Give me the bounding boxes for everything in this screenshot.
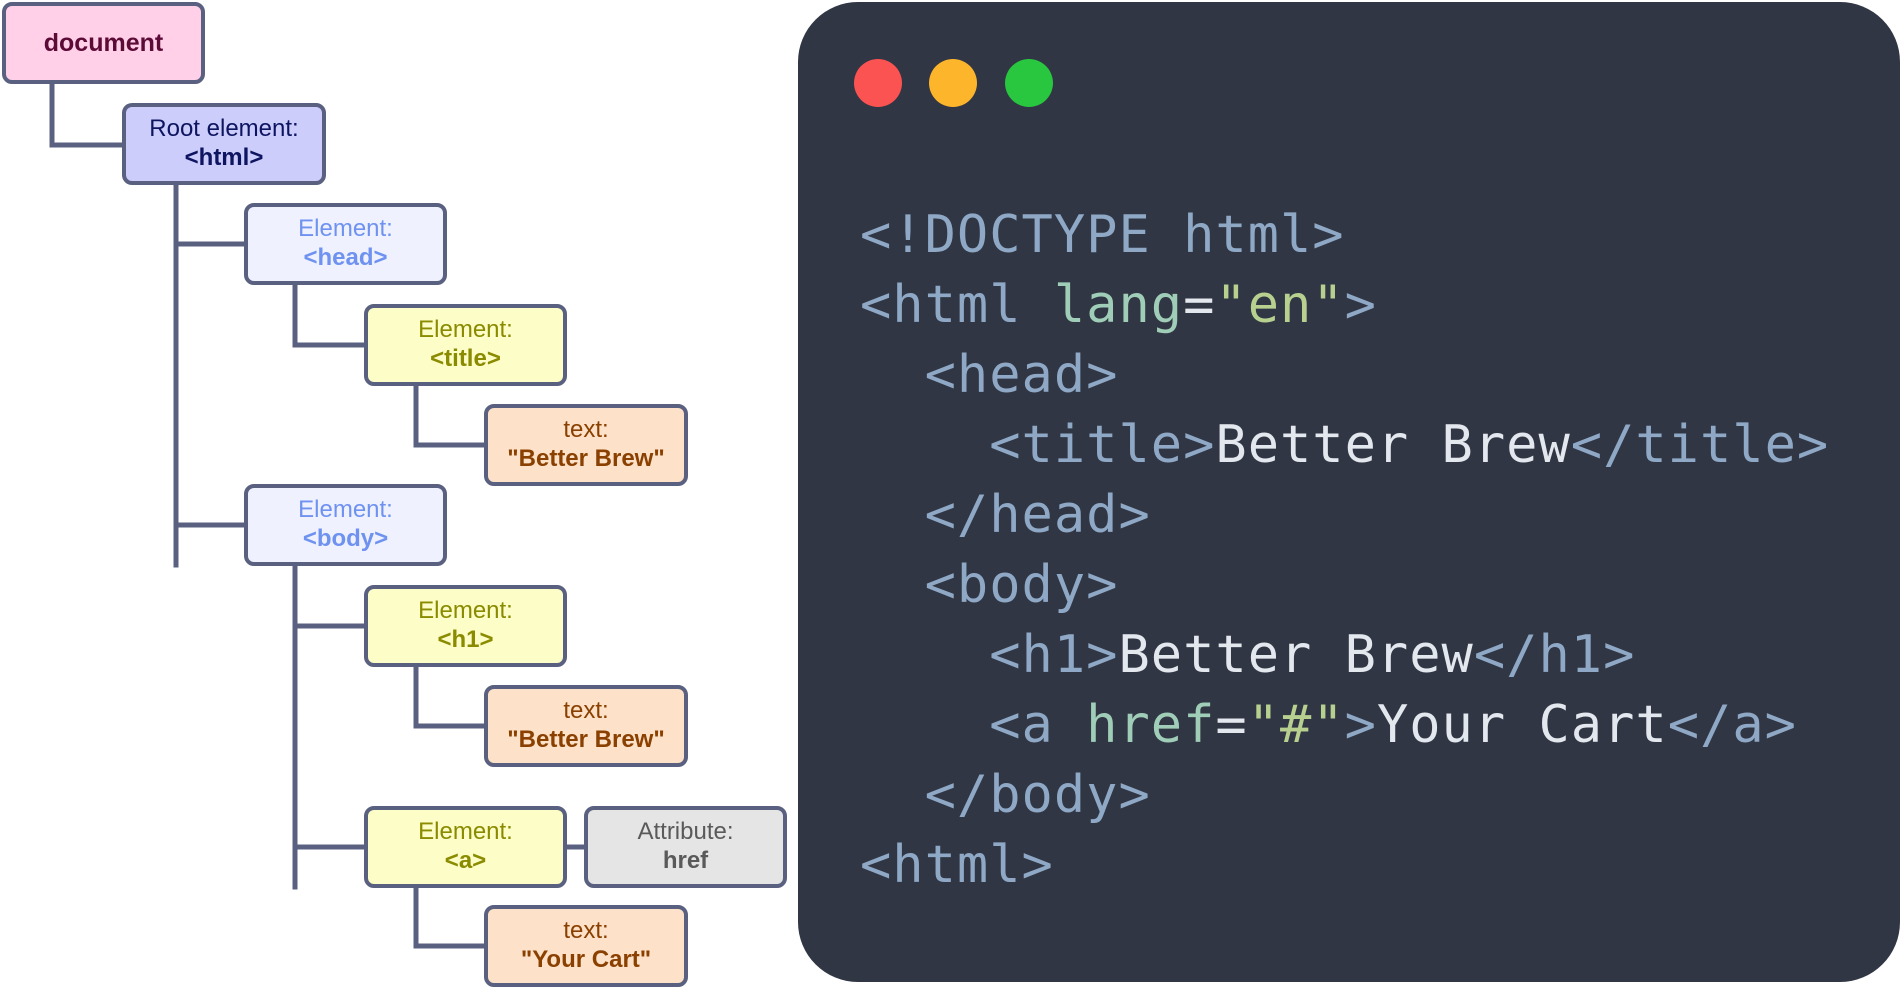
a-text-node: text: "Your Cart" [484, 905, 688, 987]
href-attribute-node-label: Attribute: [637, 818, 734, 846]
h1-text-node: text: "Better Brew" [484, 685, 688, 767]
h1-element-node: Element: <h1> [364, 585, 567, 667]
code-token: > [1344, 275, 1377, 335]
code-indent [860, 485, 925, 545]
body-element-node: Element: <body> [244, 484, 447, 566]
code-token: <title> [989, 415, 1216, 475]
code-token: <head> [924, 345, 1119, 405]
href-attribute-node-value: href [662, 847, 709, 874]
html-source-code: <!DOCTYPE html><html lang="en"> <head> <… [860, 200, 1829, 900]
html-root-node: Root element: <html> [122, 103, 326, 185]
code-line-doctype: <!DOCTYPE html> [860, 200, 1829, 270]
code-token: </title> [1570, 415, 1830, 475]
code-token: <h1> [989, 625, 1119, 685]
code-line-body-open: <body> [860, 550, 1829, 620]
code-line-h1: <h1>Better Brew</h1> [860, 620, 1829, 690]
head-element-node: Element: <head> [244, 203, 447, 285]
code-token: "#" [1247, 695, 1345, 755]
code-token: <html [860, 275, 1054, 335]
title-element-node-label: Element: [418, 316, 513, 344]
h1-text-node-value: "Better Brew" [507, 726, 665, 753]
connector-head-title [292, 283, 369, 348]
h1-element-node-label: Element: [418, 597, 513, 625]
code-token: Better Brew [1118, 625, 1474, 685]
code-line-title: <title>Better Brew</title> [860, 410, 1829, 480]
h1-element-node-tag: <h1> [437, 626, 494, 653]
h1-text-node-label: text: [563, 697, 609, 725]
maximize-dot-icon [1005, 59, 1053, 107]
code-token: = [1215, 695, 1248, 755]
code-token: = [1183, 275, 1216, 335]
title-element-node-tag: <title> [430, 345, 501, 372]
a-element-node-label: Element: [418, 818, 513, 846]
code-token: lang [1053, 275, 1184, 335]
href-attribute-node: Attribute: href [584, 806, 787, 888]
document-node-label: document [43, 29, 164, 57]
close-dot-icon [854, 59, 902, 107]
tree-connectors [49, 81, 589, 949]
code-token: <body> [924, 555, 1119, 615]
code-line-html-close: <html> [860, 830, 1829, 900]
body-element-node-tag: <body> [302, 525, 389, 552]
title-element-node: Element: <title> [364, 304, 567, 386]
head-element-node-label: Element: [298, 215, 393, 243]
code-token: </h1> [1473, 625, 1636, 685]
code-indent [860, 695, 989, 755]
a-text-node-label: text: [563, 917, 609, 945]
title-text-node-value: "Better Brew" [507, 445, 665, 472]
code-indent [860, 345, 925, 405]
code-indent [860, 415, 989, 475]
code-indent [860, 625, 989, 685]
code-token: Better Brew [1215, 415, 1571, 475]
code-token: <html> [860, 835, 1054, 895]
document-node: document [2, 2, 205, 84]
connector-title-text [413, 384, 489, 448]
connector-document-html [49, 81, 127, 148]
code-token: > [1344, 695, 1377, 755]
code-indent [860, 555, 925, 615]
head-element-node-tag: <head> [303, 244, 388, 271]
code-line-html-open: <html lang="en"> [860, 270, 1829, 340]
code-line-head-close: </head> [860, 480, 1829, 550]
code-editor-window: <!DOCTYPE html><html lang="en"> <head> <… [798, 2, 1900, 982]
code-token: <!DOCTYPE html> [860, 205, 1345, 265]
code-line-anchor: <a href="#">Your Cart</a> [860, 690, 1829, 760]
code-token: </body> [924, 765, 1151, 825]
title-text-node: text: "Better Brew" [484, 404, 688, 486]
code-token: "en" [1215, 275, 1345, 335]
code-line-head-open: <head> [860, 340, 1829, 410]
code-token: </head> [924, 485, 1151, 545]
connector-a-text [413, 885, 489, 949]
code-token: <a [989, 695, 1087, 755]
title-text-node-label: text: [563, 416, 609, 444]
minimize-dot-icon [929, 59, 977, 107]
code-token: Your Cart [1376, 695, 1668, 755]
code-token: href [1086, 695, 1216, 755]
a-element-node-tag: <a> [444, 847, 487, 874]
html-root-node-tag: <html> [184, 144, 264, 171]
html-root-node-label: Root element: [149, 115, 299, 143]
body-element-node-label: Element: [298, 496, 393, 524]
code-token: </a> [1667, 695, 1797, 755]
a-text-node-value: "Your Cart" [520, 946, 652, 973]
a-element-node: Element: <a> [364, 806, 567, 888]
code-line-body-close: </body> [860, 760, 1829, 830]
connector-h1-text [413, 664, 489, 729]
code-indent [860, 765, 925, 825]
